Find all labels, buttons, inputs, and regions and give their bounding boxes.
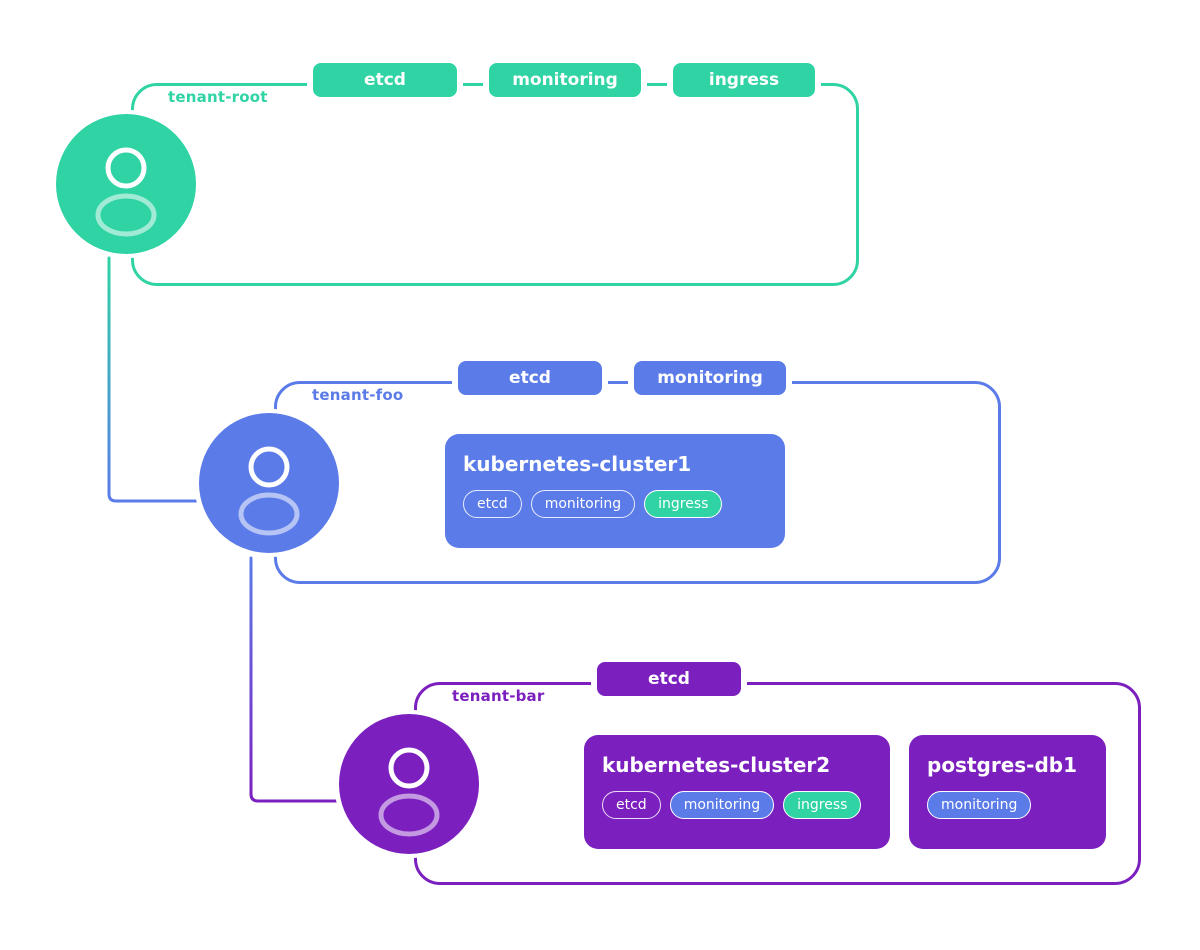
tenant-bar-avatar[interactable]: [334, 710, 492, 858]
card-chip-list: monitoring: [927, 791, 1088, 819]
avatar-disc: [199, 413, 339, 553]
user-avatar-icon: [238, 446, 300, 536]
resource-card-kubernetes-cluster2[interactable]: kubernetes-cluster2 etcd monitoring ingr…: [584, 735, 890, 849]
avatar-disc: [339, 714, 479, 854]
card-title: kubernetes-cluster2: [602, 753, 831, 777]
card-chip-list: etcd monitoring ingress: [602, 791, 872, 819]
tenant-root-tag-etcd[interactable]: etcd: [307, 57, 463, 103]
tenant-root-frame: [131, 83, 859, 286]
chip-monitoring[interactable]: monitoring: [530, 490, 636, 518]
chip-monitoring[interactable]: monitoring: [669, 791, 775, 819]
chip-ingress[interactable]: ingress: [783, 791, 862, 819]
connector-root-to-foo: [107, 256, 202, 503]
card-chip-list: etcd monitoring ingress: [463, 490, 767, 518]
resource-card-postgres-db1[interactable]: postgres-db1 monitoring: [909, 735, 1106, 849]
tenant-foo-tag-monitoring[interactable]: monitoring: [628, 355, 792, 401]
chip-etcd[interactable]: etcd: [602, 791, 661, 819]
tenant-bar-label: tenant-bar: [443, 689, 554, 704]
tenant-foo-tag-etcd[interactable]: etcd: [452, 355, 608, 401]
tenant-bar-tag-etcd[interactable]: etcd: [591, 656, 747, 702]
chip-monitoring[interactable]: monitoring: [927, 791, 1032, 819]
user-avatar-icon: [95, 147, 157, 237]
tenant-root-label: tenant-root: [159, 90, 277, 105]
connector-foo-to-bar: [249, 556, 343, 803]
tenant-root-tag-monitoring[interactable]: monitoring: [483, 57, 647, 103]
tenant-foo-label: tenant-foo: [303, 388, 413, 403]
tenant-root-avatar[interactable]: [51, 110, 209, 258]
card-title: kubernetes-cluster1: [463, 452, 692, 476]
chip-etcd[interactable]: etcd: [463, 490, 522, 518]
resource-card-kubernetes-cluster1[interactable]: kubernetes-cluster1 etcd monitoring ingr…: [445, 434, 785, 548]
user-avatar-icon: [378, 747, 440, 837]
tenant-foo-avatar[interactable]: [194, 409, 352, 557]
tenant-root-tag-ingress[interactable]: ingress: [667, 57, 821, 103]
avatar-disc: [56, 114, 196, 254]
card-title: postgres-db1: [927, 753, 1078, 777]
chip-ingress[interactable]: ingress: [644, 490, 723, 518]
